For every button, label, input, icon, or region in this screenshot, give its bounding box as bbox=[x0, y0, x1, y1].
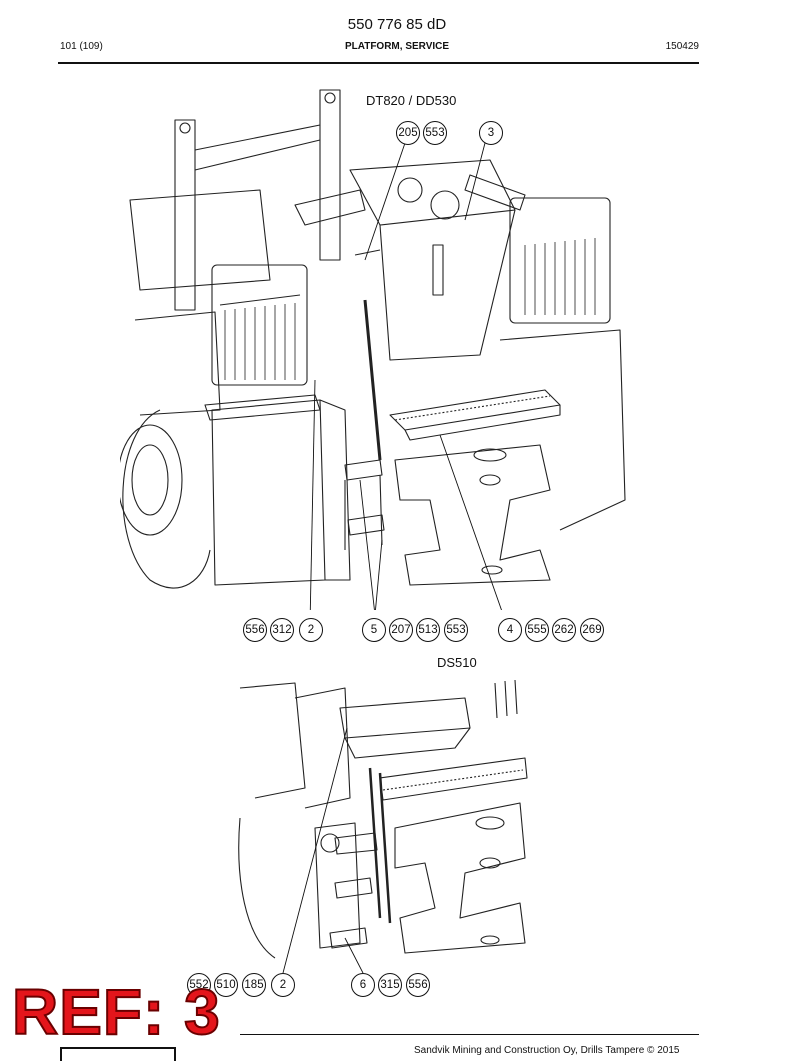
footer-logo bbox=[60, 1047, 176, 1061]
callout-510: 510 bbox=[214, 973, 238, 997]
callout-2: 2 bbox=[299, 618, 323, 642]
callout-2b: 2 bbox=[271, 973, 295, 997]
callout-3: 3 bbox=[479, 121, 503, 145]
callout-315: 315 bbox=[378, 973, 402, 997]
upper-exploded-drawing bbox=[120, 89, 626, 610]
callout-5: 5 bbox=[362, 618, 386, 642]
ref-watermark: REF: 3 bbox=[11, 976, 221, 1048]
callout-513: 513 bbox=[416, 618, 440, 642]
callout-185: 185 bbox=[242, 973, 266, 997]
lower-exploded-drawing bbox=[238, 679, 528, 973]
callout-553: 553 bbox=[423, 121, 447, 145]
page-number: 101 (109) bbox=[60, 41, 103, 52]
callout-207: 207 bbox=[389, 618, 413, 642]
callout-205: 205 bbox=[396, 121, 420, 145]
callout-555: 555 bbox=[525, 618, 549, 642]
callout-269: 269 bbox=[580, 618, 604, 642]
header-rule bbox=[58, 62, 699, 64]
document-number: 550 776 85 dD bbox=[347, 16, 447, 33]
upper-view-label: DT820 / DD530 bbox=[366, 93, 457, 108]
callout-262: 262 bbox=[552, 618, 576, 642]
page-title: PLATFORM, SERVICE bbox=[344, 41, 450, 52]
callout-556: 556 bbox=[243, 618, 267, 642]
callout-312: 312 bbox=[270, 618, 294, 642]
callout-553b: 553 bbox=[444, 618, 468, 642]
callout-556b: 556 bbox=[406, 973, 430, 997]
footer-copyright: Sandvik Mining and Construction Oy, Dril… bbox=[414, 1045, 680, 1056]
footer-rule bbox=[240, 1034, 699, 1035]
callout-6: 6 bbox=[351, 973, 375, 997]
callout-4: 4 bbox=[498, 618, 522, 642]
lower-view-label: DS510 bbox=[437, 655, 477, 670]
date-code: 150429 bbox=[665, 41, 699, 52]
callout-552: 552 bbox=[187, 973, 211, 997]
